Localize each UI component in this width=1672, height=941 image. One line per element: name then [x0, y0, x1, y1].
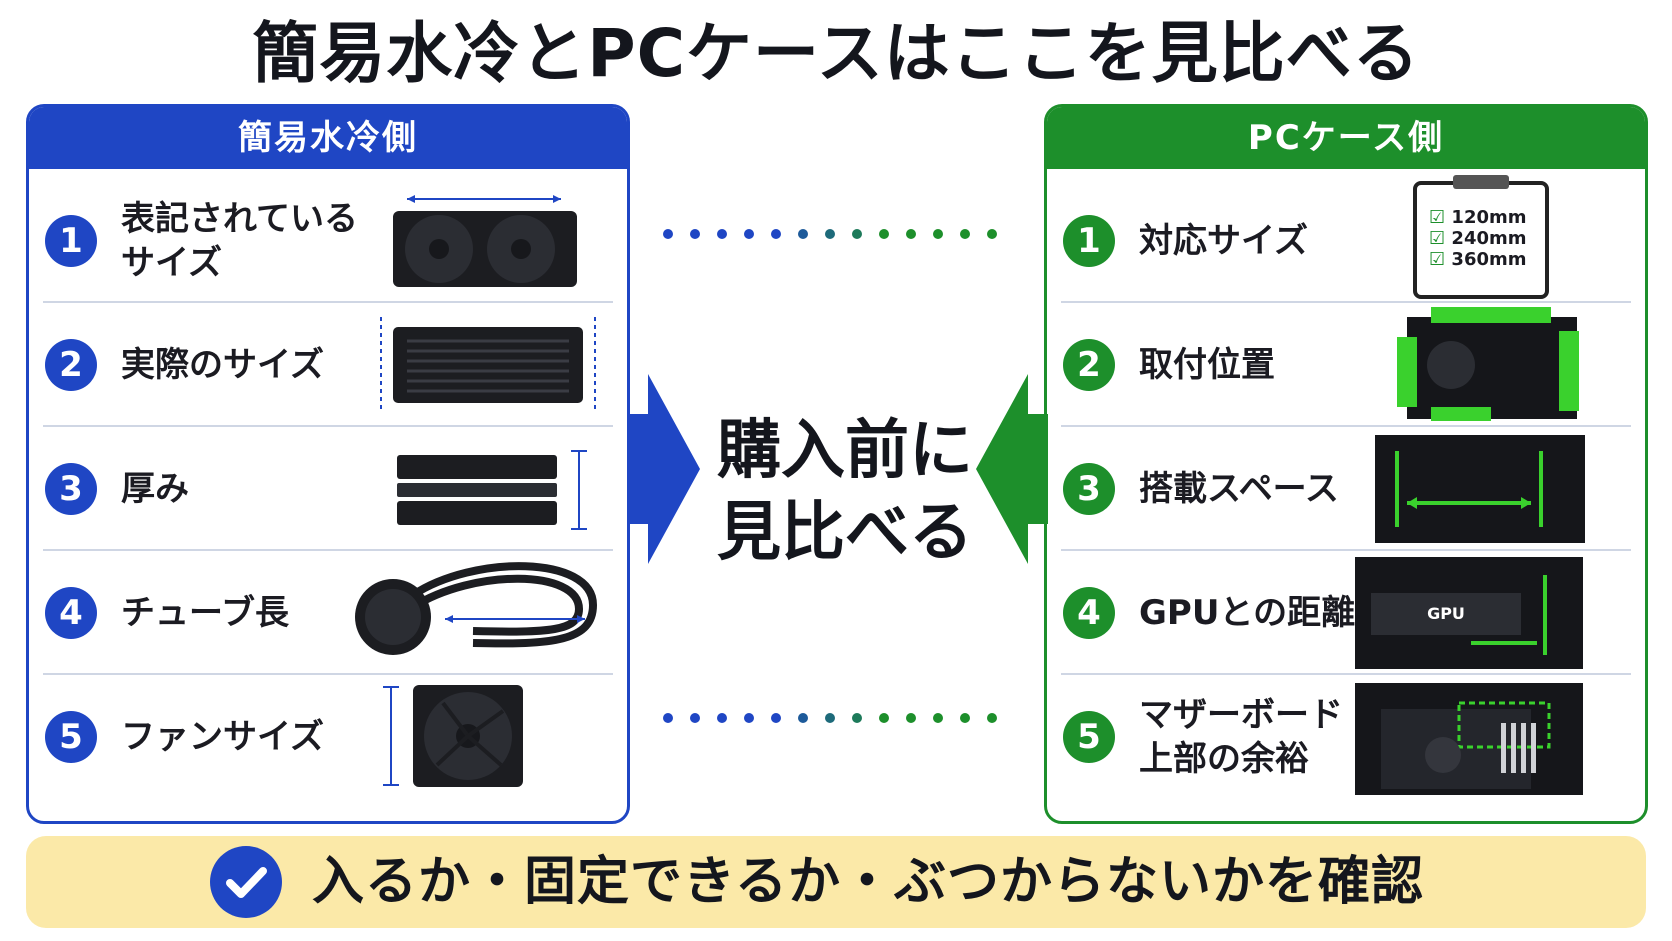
case-mount-icon: [1397, 307, 1579, 421]
item-label: ファンサイズ: [121, 717, 324, 757]
right-arrow-icon: [628, 374, 700, 564]
compare-before-purchase-text: 購入前に 見比べる: [717, 414, 973, 570]
item-label: 厚み: [121, 469, 189, 509]
case-space-icon: [1375, 435, 1585, 543]
case-item-install-space: 3 搭載スペース: [1061, 427, 1631, 551]
confirmation-text: 入るか・固定できるか・ぶつからないかを確認: [312, 852, 1424, 912]
case-item-mount-position: 2 取付位置: [1061, 303, 1631, 427]
item-label: 実際のサイズ: [121, 345, 324, 385]
confirmation-bar: 入るか・固定できるか・ぶつからないかを確認: [26, 836, 1646, 928]
item-label: チューブ長: [121, 593, 289, 633]
aio-item-thickness: 3 厚み: [43, 427, 613, 551]
number-badge: 2: [1063, 339, 1115, 391]
number-badge: 4: [1063, 587, 1115, 639]
gpu-card: GPU: [1371, 593, 1521, 635]
aio-panel-header: 簡易水冷側: [29, 107, 627, 169]
case-item-gpu-distance: 4 GPUとの距離 GPU: [1061, 551, 1631, 675]
checkbox-icon: ☑: [1429, 207, 1446, 228]
left-arrow-icon: [976, 374, 1048, 564]
clipboard-icon: ☑ 120mm ☑ 240mm ☑ 360mm: [1413, 175, 1549, 299]
number-badge: 5: [1063, 711, 1115, 763]
size-item: ☑ 240mm: [1429, 228, 1527, 249]
number-badge: 4: [45, 587, 97, 639]
radiator-actual-size-icon: [380, 317, 596, 411]
pc-case-panel: PCケース側 1 対応サイズ ☑ 120mm ☑ 240mm ☑ 360mm 2…: [1044, 104, 1648, 824]
case-motherboard-icon: [1355, 683, 1583, 795]
checkbox-icon: ☑: [1429, 228, 1446, 249]
checkbox-icon: ☑: [1429, 249, 1446, 270]
size-item: ☑ 120mm: [1429, 207, 1527, 228]
case-panel-header: PCケース側: [1047, 107, 1645, 169]
item-label: 取付位置: [1139, 345, 1275, 385]
item-label: 搭載スペース: [1139, 469, 1339, 509]
number-badge: 1: [1063, 215, 1115, 267]
dotted-connector-top: [663, 229, 997, 239]
case-item-motherboard-clearance: 5 マザーボード 上部の余裕: [1061, 675, 1631, 799]
case-gpu-icon: GPU: [1355, 557, 1583, 669]
gpu-clearance-arrow: [1543, 575, 1547, 655]
page-title: 簡易水冷とPCケースはここを見比べる: [252, 15, 1420, 92]
clipboard-clip: [1453, 175, 1509, 189]
radiator-size-icon: [393, 195, 577, 287]
aio-item-listed-size: 1 表記されている サイズ: [43, 179, 613, 303]
aio-item-fan-size: 5 ファンサイズ: [43, 675, 613, 799]
gpu-gap-arrow: [1471, 641, 1537, 645]
aio-item-actual-size: 2 実際のサイズ: [43, 303, 613, 427]
item-label: 表記されている サイズ: [121, 199, 358, 283]
fan-icon: [383, 685, 523, 787]
number-badge: 1: [45, 215, 97, 267]
radiator-thickness-icon: [397, 450, 587, 530]
item-label: 対応サイズ: [1139, 221, 1308, 261]
number-badge: 3: [1063, 463, 1115, 515]
pump-tube-icon: [355, 562, 598, 655]
check-icon: [210, 846, 282, 918]
aio-cooler-panel: 簡易水冷側 1 表記されている サイズ 2 実際のサイズ: [26, 104, 630, 824]
dotted-connector-bottom: [663, 713, 997, 723]
number-badge: 2: [45, 339, 97, 391]
item-label: GPUとの距離: [1139, 593, 1356, 633]
case-item-supported-size: 1 対応サイズ ☑ 120mm ☑ 240mm ☑ 360mm: [1061, 175, 1631, 303]
size-list: ☑ 120mm ☑ 240mm ☑ 360mm: [1429, 207, 1527, 270]
size-item: ☑ 360mm: [1429, 249, 1527, 270]
aio-item-tube-length: 4 チューブ長: [43, 551, 613, 675]
number-badge: 5: [45, 711, 97, 763]
item-label: マザーボード 上部の余裕: [1139, 695, 1343, 779]
number-badge: 3: [45, 463, 97, 515]
